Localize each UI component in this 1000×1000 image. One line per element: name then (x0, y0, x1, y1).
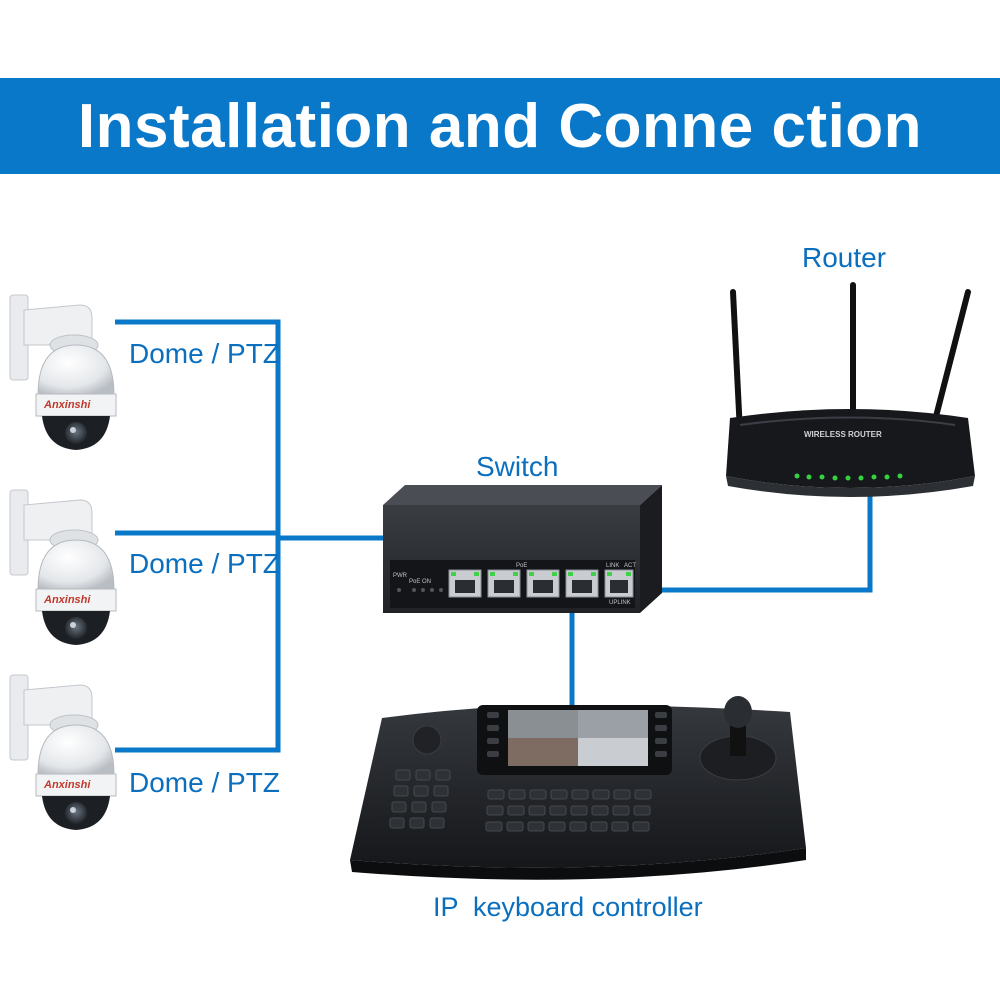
camera-brand-2: Anxinshi (43, 594, 91, 606)
network-switch (383, 485, 662, 613)
connection-lines (115, 319, 873, 753)
switch-act-label: ACT (624, 563, 636, 569)
switch-poe-label: PoE (516, 563, 527, 569)
switch-pwr-label: PWR (393, 573, 408, 579)
dome-camera-1 (9, 294, 117, 450)
page-title: Installation and Conne ction (77, 91, 923, 161)
router-label: Router (802, 242, 887, 273)
dome-ptz-label-1: Dome / PTZ (129, 338, 280, 369)
wireless-router (726, 282, 975, 497)
switch-link-label: LINK (606, 563, 619, 569)
camera-brand-1: Anxinshi (43, 399, 91, 411)
switch-to-router-line (660, 490, 873, 593)
switch-label: Switch (476, 451, 559, 482)
title-banner: Installation and Conne ction (0, 78, 1000, 174)
router-model-label: WIRELESS ROUTER (804, 430, 882, 439)
ip-keyboard-controller (350, 696, 806, 880)
dome-ptz-label-2: Dome / PTZ (129, 548, 280, 579)
switch-uplink-label: UPLINK (609, 600, 631, 606)
dome-camera-2 (9, 489, 117, 645)
camera-bus-line (115, 319, 281, 753)
camera-brand-3: Anxinshi (43, 779, 91, 791)
switch-poe-on-label: PoE ON (409, 579, 431, 585)
dome-camera-3 (9, 674, 117, 830)
dome-ptz-label-3: Dome / PTZ (129, 767, 280, 798)
keyboard-controller-label: IP keyboard controller (433, 892, 703, 922)
